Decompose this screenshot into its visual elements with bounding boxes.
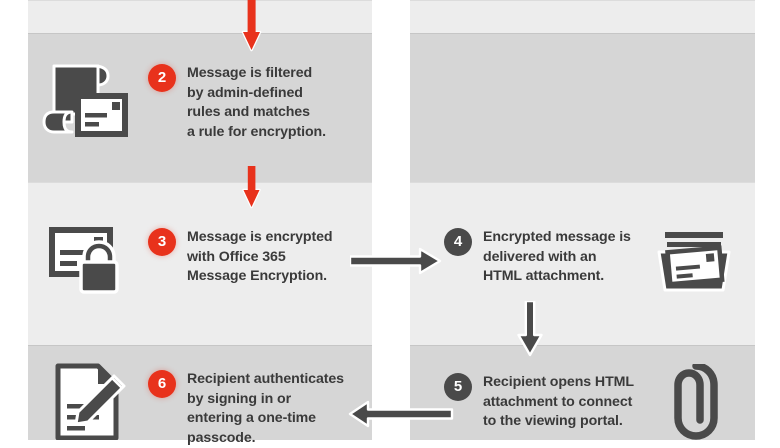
- band-row-2: [0, 33, 780, 182]
- band-row-1-left-cell: [28, 0, 372, 33]
- arrow-step2-to-step3: [236, 164, 268, 210]
- step-2-number-badge: 2: [148, 64, 176, 92]
- step-2-description: Message is filtered by admin-defined rul…: [187, 65, 326, 140]
- step-4-description: Encrypted message is delivered with an H…: [483, 229, 631, 284]
- arrow-step3-to-step4: [348, 247, 444, 275]
- scroll-with-envelope-icon: [42, 58, 128, 142]
- step-5-number-badge: 5: [444, 373, 472, 401]
- arrow-step5-to-step6: [346, 400, 456, 428]
- document-with-pen-icon: [52, 362, 128, 441]
- step-6-number-badge: 6: [148, 370, 176, 398]
- arrow-step4-to-step5: [515, 299, 545, 359]
- step-2: 2 Message is filtered by admin-defined r…: [148, 64, 358, 142]
- step-3-number-badge: 3: [148, 228, 176, 256]
- step-3-description: Message is encrypted with Office 365 Mes…: [187, 229, 333, 284]
- step-6-description: Recipient authenticates by signing in or…: [187, 371, 344, 446]
- paperclip-icon: [672, 362, 720, 440]
- step-5-description: Recipient opens HTML attachment to conne…: [483, 374, 634, 429]
- step-4-number-badge: 4: [444, 228, 472, 256]
- band-row-1-right-cell: [410, 0, 755, 33]
- step-5: 5 Recipient opens HTML attachment to con…: [444, 373, 644, 432]
- band-row-2-right-cell: [410, 33, 755, 182]
- envelope-with-lock-icon: [48, 224, 130, 296]
- step-3: 3 Message is encrypted with Office 365 M…: [148, 228, 353, 287]
- inbox-tray-envelope-icon: [655, 224, 733, 296]
- step-6: 6 Recipient authenticates by signing in …: [148, 370, 353, 448]
- step-4: 4 Encrypted message is delivered with an…: [444, 228, 634, 287]
- band-row-1: [0, 0, 780, 33]
- arrow-step1-to-step2: [236, 0, 268, 54]
